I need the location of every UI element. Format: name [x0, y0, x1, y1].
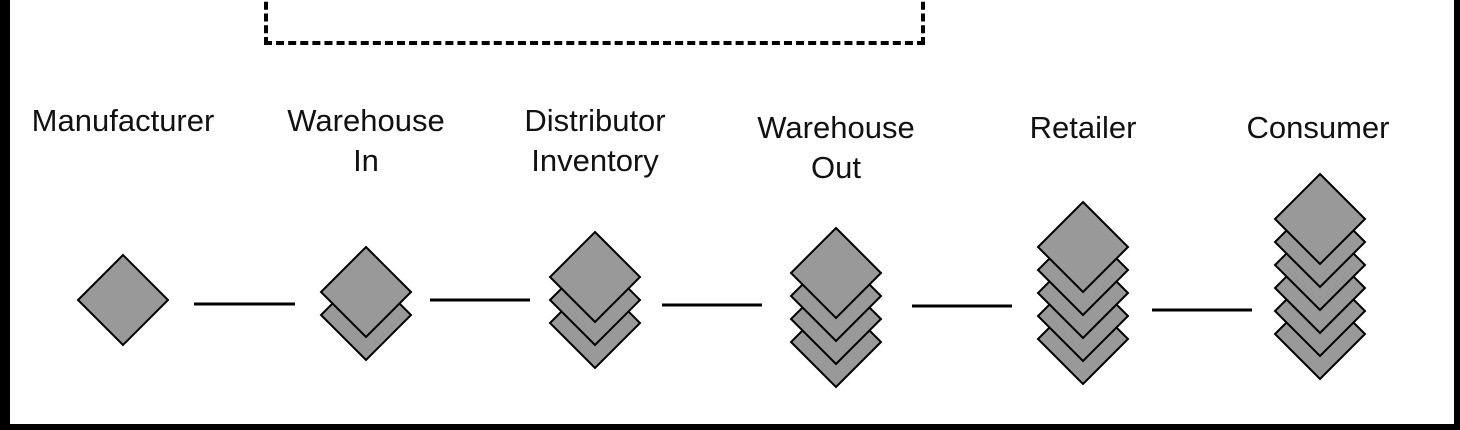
stage-label-warehouse-out: Warehouse Out [757, 108, 914, 188]
stage-label-line: Warehouse [287, 103, 445, 138]
diamond-layer [789, 226, 883, 320]
dashed-outline-box [264, 0, 925, 45]
diamond-stack [548, 230, 642, 370]
stage-label-distributor-inventory: Distributor Inventory [524, 101, 665, 181]
diamond-layer [548, 230, 642, 324]
diamond-stack [1036, 200, 1130, 386]
stacks-group [76, 172, 1367, 389]
connectors-group [194, 298, 1252, 312]
diamond-layer [319, 245, 413, 339]
stage-label-line: Retailer [1029, 110, 1137, 145]
diamond-layer [1036, 200, 1130, 294]
stage-label-line: Manufacturer [31, 103, 215, 138]
stage-label-line: Out [811, 150, 861, 185]
diamond-stack [319, 245, 413, 362]
supply-chain-diagram [76, 172, 1367, 389]
diamond-stack [1273, 172, 1367, 381]
stage-label-manufacturer: Manufacturer [32, 101, 215, 141]
diamond-layer [1273, 172, 1367, 266]
stage-label-consumer: Consumer [1247, 108, 1390, 148]
diamond-stack [76, 253, 170, 347]
stage-label-line: Consumer [1246, 110, 1390, 145]
stage-label-line: Distributor [524, 103, 666, 138]
stage-label-line: In [353, 143, 379, 178]
stage-label-line: Warehouse [757, 110, 915, 145]
stage-label-retailer: Retailer [1030, 108, 1137, 148]
stage-label-warehouse-in: Warehouse In [287, 101, 444, 181]
stage-label-line: Inventory [531, 143, 659, 178]
diamond-layer [76, 253, 170, 347]
diagram-canvas: Manufacturer Warehouse In Distributor In… [10, 0, 1454, 424]
diamond-stack [789, 226, 883, 389]
